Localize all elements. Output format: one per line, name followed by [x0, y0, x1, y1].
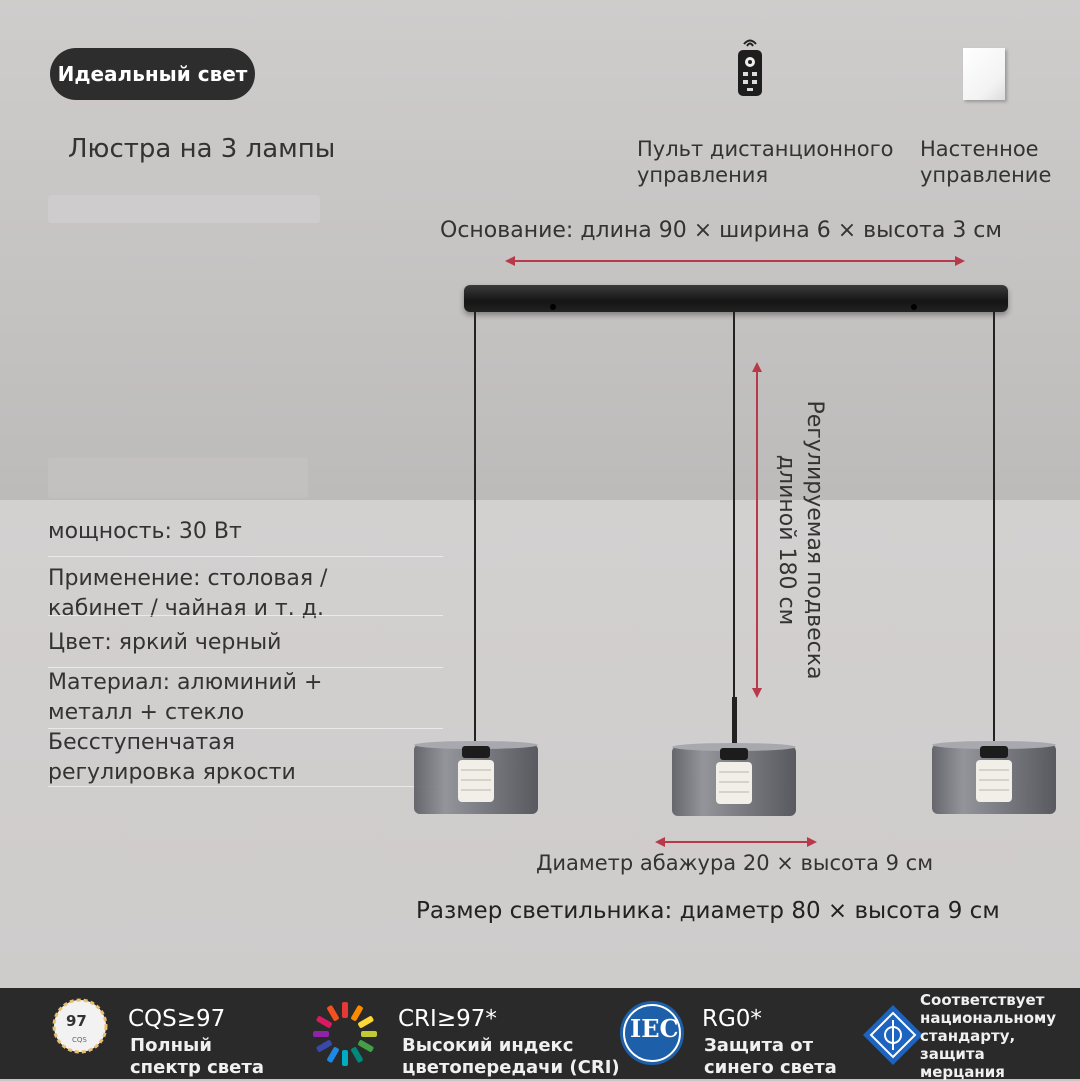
color-wheel-icon	[313, 1002, 377, 1066]
base-dimension-label: Основание: длина 90 × ширина 6 × высота …	[440, 218, 1002, 243]
drop-length-label: Регулируемая подвеска длиной 180 см	[774, 400, 827, 680]
lamp-shade-left	[414, 741, 538, 814]
wall-switch-icon	[963, 48, 1005, 100]
cri-description: Высокий индекс цветопередачи (CRI)	[402, 1035, 620, 1078]
rail-screw	[550, 304, 556, 310]
lamp-shade-center	[672, 743, 796, 816]
spec-divider	[48, 615, 443, 616]
spec-color: Цвет: яркий черный	[48, 630, 282, 655]
cri-title: CRI≥97*	[398, 1006, 497, 1032]
ceiling-base-rail	[464, 285, 1008, 312]
shade-dimension-label: Диаметр абажура 20 × высота 9 см	[536, 851, 934, 875]
cqs-badge-caption: CQS	[72, 1036, 87, 1044]
remote-control-icon	[738, 39, 762, 96]
spec-application: Применение: столовая / кабинет / чайная …	[48, 566, 328, 621]
iec-logo-text: IEC	[630, 1014, 679, 1043]
spec-material: Материал: алюминий + металл + стекло	[48, 670, 323, 725]
iec-logo-icon	[620, 1001, 684, 1065]
shade-diameter-arrow	[655, 837, 817, 847]
suspension-wire-center	[733, 312, 735, 697]
spec-dimming: Бесступенчатая регулировка яркости	[48, 730, 296, 785]
drop-length-arrow	[752, 362, 762, 698]
cqs-badge-value: 97	[66, 1012, 87, 1030]
spec-divider	[48, 728, 443, 729]
suspension-wire-right	[993, 312, 995, 744]
standard-description: Соответствует национальному стандарту, з…	[920, 991, 1057, 1081]
remote-control-caption: Пульт дистанционного управления	[637, 137, 894, 187]
feature-bar: 97 CQS CQS≥97 Полный спектр света CRI≥97…	[0, 988, 1080, 1081]
faded-caption-bar	[48, 458, 308, 498]
cqs-title: CQS≥97	[128, 1006, 226, 1032]
suspension-wire-left	[474, 312, 476, 744]
spec-power: мощность: 30 Вт	[48, 519, 242, 544]
faded-caption-bar	[48, 195, 320, 223]
suspension-stem-center	[732, 697, 737, 744]
cqs-description: Полный спектр света	[130, 1035, 264, 1078]
overall-dimension-label: Размер светильника: диаметр 80 × высота …	[416, 898, 1000, 924]
base-width-arrow	[505, 256, 965, 266]
spec-divider	[48, 667, 443, 668]
cqs-badge-icon	[52, 998, 108, 1054]
spec-divider	[48, 786, 443, 787]
product-subtitle: Люстра на 3 лампы	[68, 134, 336, 164]
wall-control-caption: Настенное управление	[920, 137, 1052, 187]
lower-background	[0, 500, 1080, 988]
rg0-description: Защита от синего света	[704, 1035, 837, 1078]
lamp-shade-right	[932, 741, 1056, 814]
standard-diamond-icon	[863, 1005, 923, 1065]
rg0-title: RG0*	[702, 1006, 762, 1032]
rail-screw	[911, 304, 917, 310]
brand-badge: Идеальный свет	[50, 48, 255, 100]
spec-divider	[48, 556, 443, 557]
